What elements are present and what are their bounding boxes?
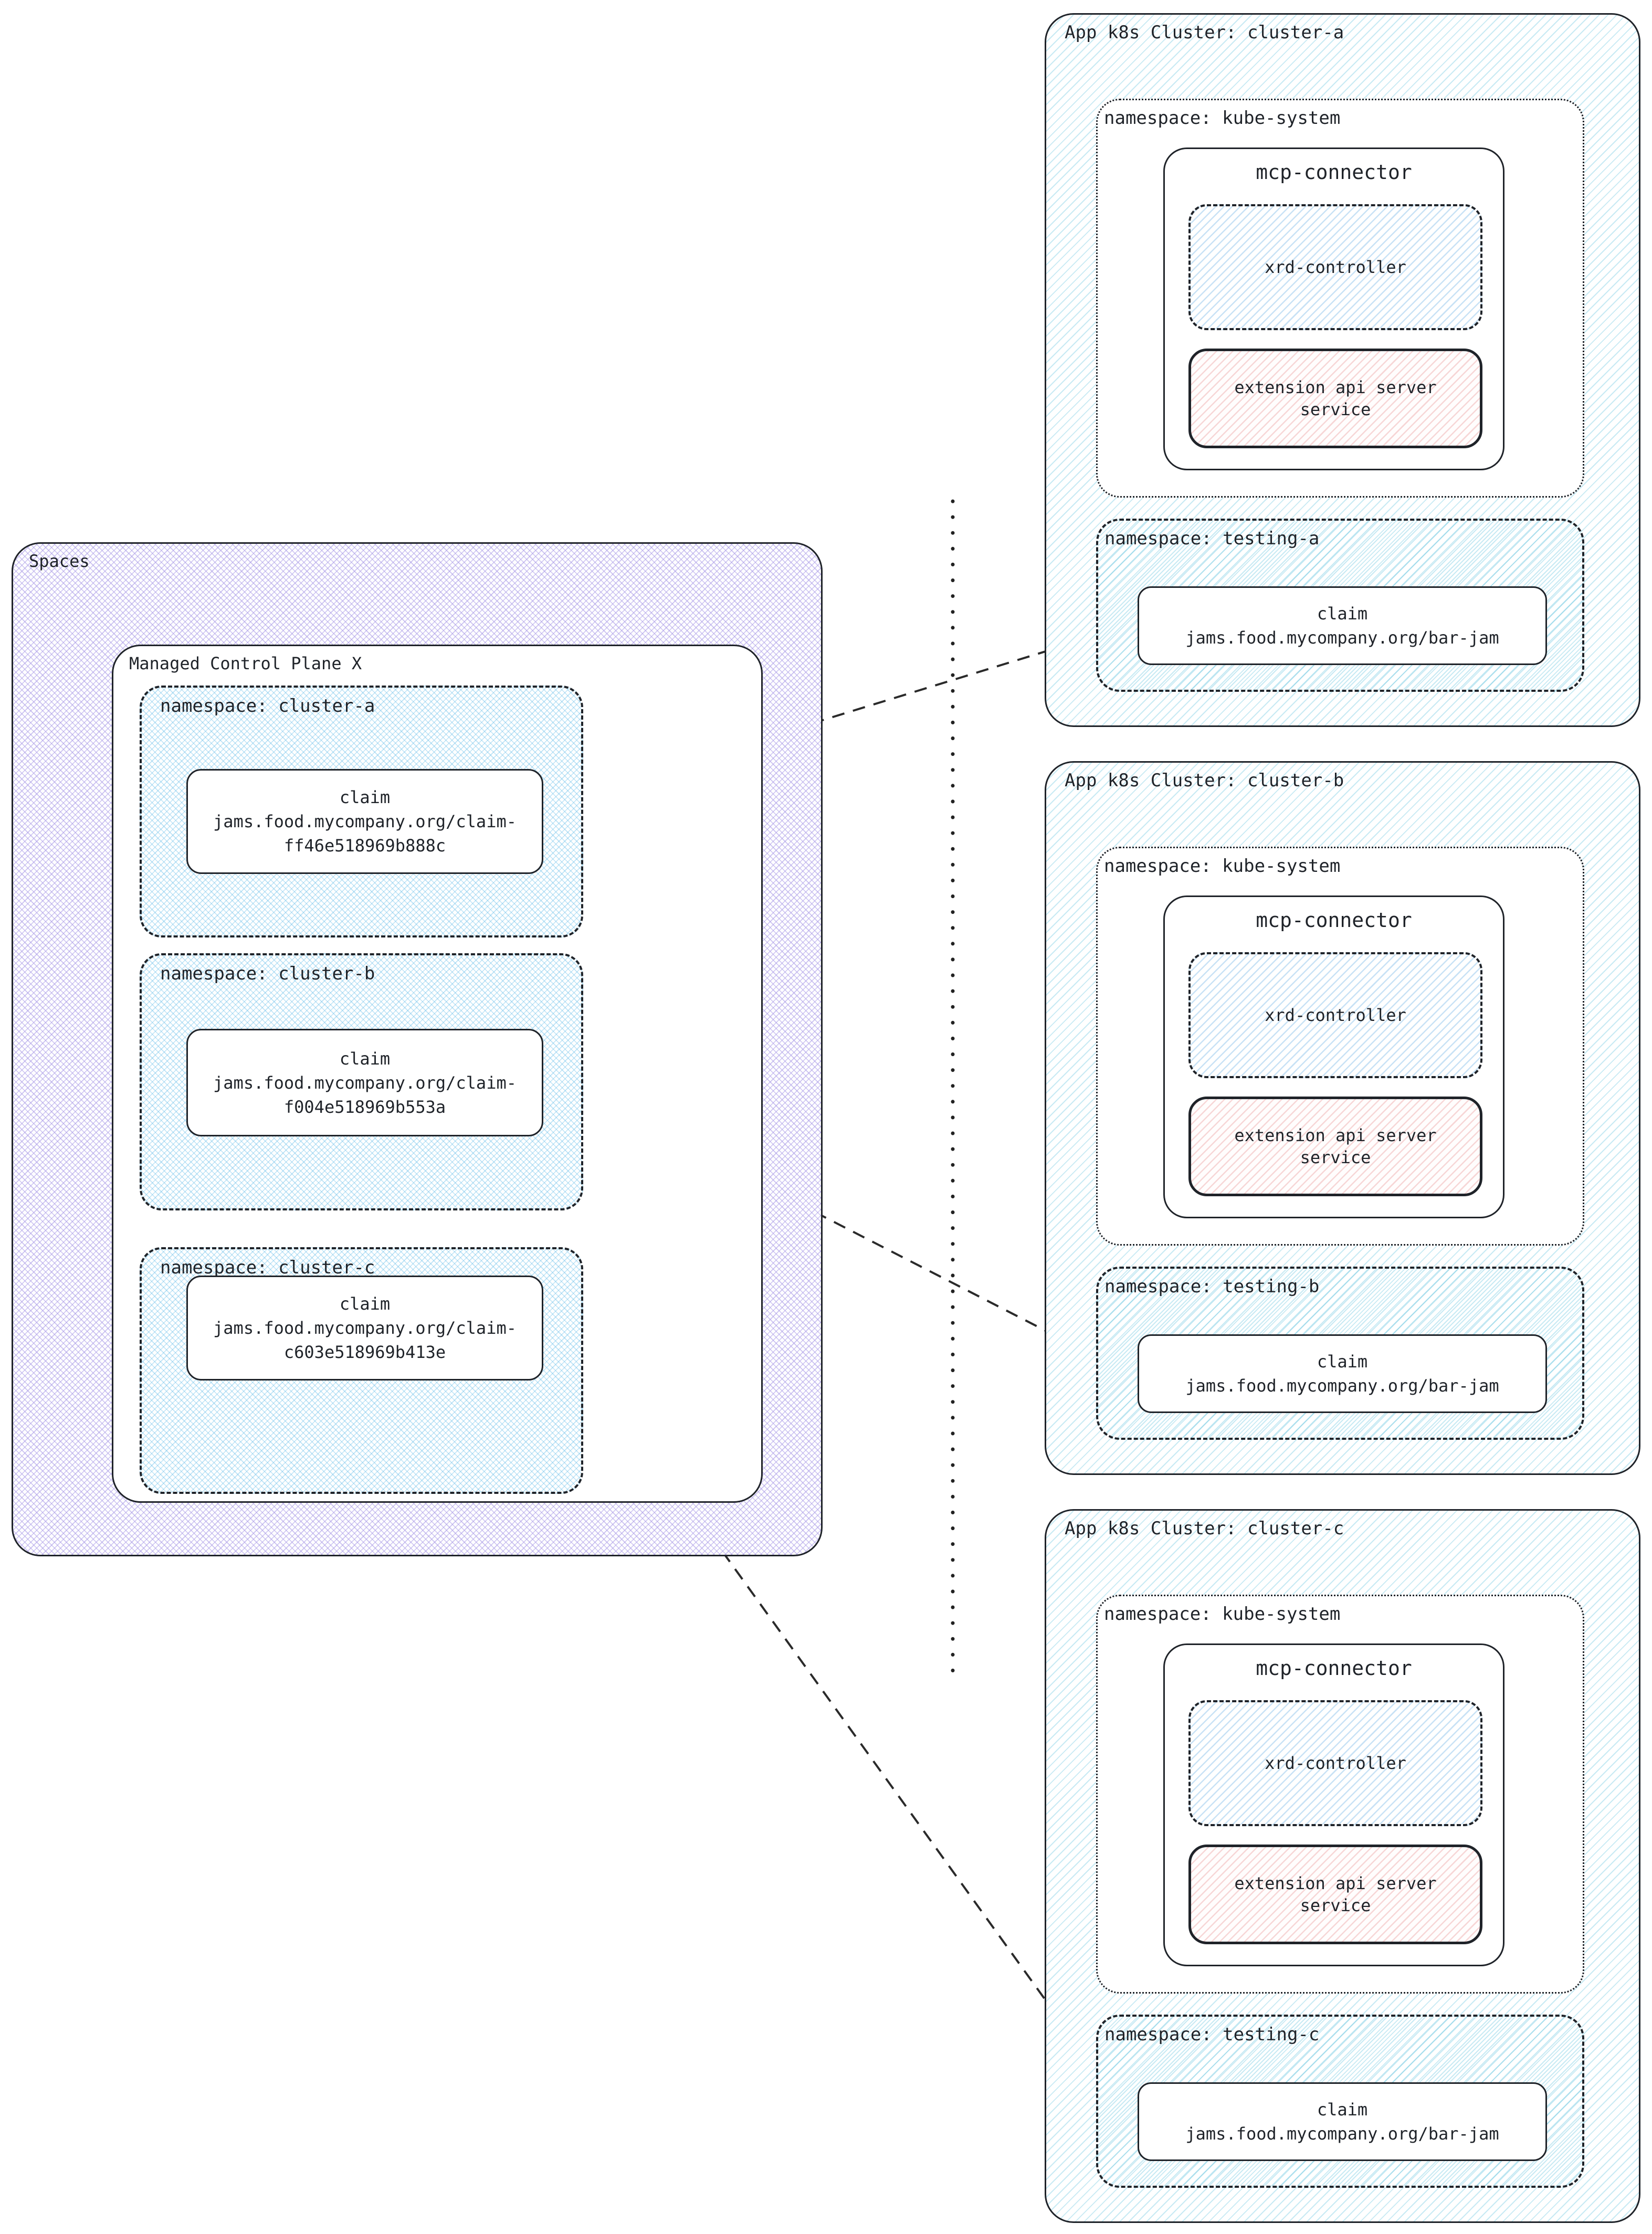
namespace-kube-system-box-b: namespace: kube-system mcp-connector xrd… bbox=[1096, 847, 1584, 1246]
claim-line: jams.food.mycompany.org/claim- bbox=[213, 1072, 517, 1093]
namespace-testing-a-label: namespace: testing-a bbox=[1104, 528, 1320, 549]
extension-api-server-line: extension api server bbox=[1234, 377, 1437, 397]
claim-line: jams.food.mycompany.org/bar-jam bbox=[1185, 2124, 1499, 2144]
spaces-label: Spaces bbox=[29, 551, 90, 571]
xrd-controller-label: xrd-controller bbox=[1265, 1753, 1406, 1773]
namespace-cluster-a-box: namespace: cluster-a claim jams.food.myc… bbox=[140, 686, 583, 937]
app-cluster-b-title: App k8s Cluster: cluster-b bbox=[1065, 770, 1344, 791]
namespace-testing-b-label: namespace: testing-b bbox=[1104, 1276, 1320, 1297]
namespace-cluster-a-label: namespace: cluster-a bbox=[160, 696, 375, 716]
app-cluster-a-title: App k8s Cluster: cluster-a bbox=[1065, 22, 1344, 43]
extension-api-server-box-a: extension api server service bbox=[1188, 349, 1482, 448]
claim-line: jams.food.mycompany.org/claim- bbox=[213, 1318, 517, 1338]
extension-api-server-line: extension api server bbox=[1234, 1873, 1437, 1893]
extension-api-server-line: extension api server bbox=[1234, 1125, 1437, 1145]
extension-api-server-box-c: extension api server service bbox=[1188, 1845, 1482, 1944]
app-cluster-b-box: App k8s Cluster: cluster-b namespace: ku… bbox=[1045, 761, 1640, 1475]
extension-api-server-line: service bbox=[1300, 1895, 1371, 1915]
mcp-connector-box-a: mcp-connector xrd-controller extension a… bbox=[1163, 147, 1504, 470]
extension-api-server-box-b: extension api server service bbox=[1188, 1097, 1482, 1196]
xrd-controller-label: xrd-controller bbox=[1265, 257, 1406, 277]
xrd-controller-box-b: xrd-controller bbox=[1188, 952, 1482, 1078]
claim-line: ff46e518969b888c bbox=[283, 836, 446, 856]
namespace-kube-system-label: namespace: kube-system bbox=[1104, 1604, 1341, 1625]
extension-api-server-line: service bbox=[1300, 1147, 1371, 1167]
namespace-kube-system-box-c: namespace: kube-system mcp-connector xrd… bbox=[1096, 1595, 1584, 1994]
namespace-kube-system-label: namespace: kube-system bbox=[1104, 108, 1341, 129]
claim-line: jams.food.mycompany.org/claim- bbox=[213, 812, 517, 831]
app-cluster-c-box: App k8s Cluster: cluster-c namespace: ku… bbox=[1045, 1509, 1640, 2223]
claim-line: jams.food.mycompany.org/bar-jam bbox=[1185, 628, 1499, 648]
claim-title: claim bbox=[1317, 2100, 1368, 2120]
mcp-connector-box-b: mcp-connector xrd-controller extension a… bbox=[1163, 895, 1504, 1218]
claim-line: c603e518969b413e bbox=[283, 1342, 446, 1362]
namespace-testing-c-label: namespace: testing-c bbox=[1104, 2024, 1320, 2045]
claim-title: claim bbox=[339, 787, 391, 807]
claim-box-cluster-c: claim jams.food.mycompany.org/claim- c60… bbox=[186, 1276, 543, 1381]
namespace-cluster-c-box: namespace: cluster-c claim jams.food.myc… bbox=[140, 1247, 583, 1494]
namespace-testing-c-box: namespace: testing-c claim jams.food.myc… bbox=[1096, 2015, 1584, 2188]
namespace-kube-system-box-a: namespace: kube-system mcp-connector xrd… bbox=[1096, 99, 1584, 498]
namespace-kube-system-label: namespace: kube-system bbox=[1104, 856, 1341, 877]
mcp-connector-label: mcp-connector bbox=[1256, 161, 1412, 184]
claim-line: jams.food.mycompany.org/bar-jam bbox=[1185, 1376, 1499, 1396]
mcp-connector-label: mcp-connector bbox=[1256, 909, 1412, 932]
claim-title: claim bbox=[1317, 604, 1368, 624]
testing-claim-box-b: claim jams.food.mycompany.org/bar-jam bbox=[1138, 1334, 1547, 1413]
extension-api-server-line: service bbox=[1300, 399, 1371, 419]
namespace-cluster-b-label: namespace: cluster-b bbox=[160, 963, 375, 984]
xrd-controller-label: xrd-controller bbox=[1265, 1005, 1406, 1025]
app-cluster-a-box: App k8s Cluster: cluster-a namespace: ku… bbox=[1045, 13, 1640, 727]
managed-control-plane-box: Managed Control Plane X namespace: clust… bbox=[112, 645, 763, 1503]
claim-box-cluster-b: claim jams.food.mycompany.org/claim- f00… bbox=[186, 1029, 543, 1136]
managed-control-plane-label: Managed Control Plane X bbox=[129, 654, 362, 673]
namespace-cluster-b-box: namespace: cluster-b claim jams.food.myc… bbox=[140, 953, 583, 1210]
namespace-testing-a-box: namespace: testing-a claim jams.food.myc… bbox=[1096, 519, 1584, 692]
claim-box-cluster-a: claim jams.food.mycompany.org/claim- ff4… bbox=[186, 769, 543, 874]
claim-title: claim bbox=[339, 1048, 391, 1069]
testing-claim-box-a: claim jams.food.mycompany.org/bar-jam bbox=[1138, 586, 1547, 665]
xrd-controller-box-a: xrd-controller bbox=[1188, 204, 1482, 330]
spaces-box: Spaces Managed Control Plane X namespace… bbox=[12, 542, 823, 1556]
xrd-controller-box-c: xrd-controller bbox=[1188, 1700, 1482, 1826]
claim-title: claim bbox=[339, 1294, 391, 1314]
app-cluster-c-title: App k8s Cluster: cluster-c bbox=[1065, 1518, 1344, 1539]
namespace-testing-b-box: namespace: testing-b claim jams.food.myc… bbox=[1096, 1267, 1584, 1440]
mcp-connector-label: mcp-connector bbox=[1256, 1657, 1412, 1680]
testing-claim-box-c: claim jams.food.mycompany.org/bar-jam bbox=[1138, 2082, 1547, 2161]
mcp-connector-box-c: mcp-connector xrd-controller extension a… bbox=[1163, 1643, 1504, 1966]
namespace-cluster-c-label: namespace: cluster-c bbox=[160, 1257, 375, 1278]
claim-line: f004e518969b553a bbox=[283, 1097, 446, 1117]
claim-title: claim bbox=[1317, 1352, 1368, 1372]
